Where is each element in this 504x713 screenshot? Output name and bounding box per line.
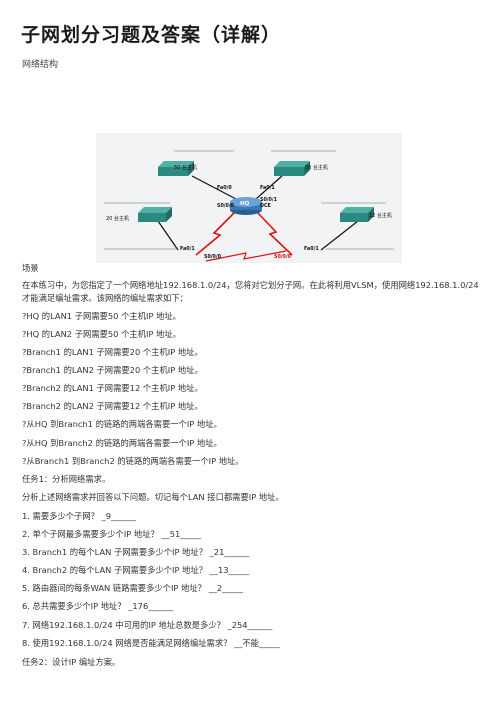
link-hq-lan2 [255, 175, 283, 200]
label-hq-fa01: Fa0/1 [260, 185, 275, 191]
hq-router-label: HQ [240, 201, 250, 207]
label-hq-s000: S0/0/0 [217, 203, 235, 209]
question-item: 1. 需要多少个子网？ _9______ [22, 511, 136, 521]
switch-icon-hq-lan2 [274, 161, 310, 176]
task2-heading: 任务2：设计IP 编址方案。 [22, 657, 121, 667]
question-item: 2. 单个子网最多需要多少个IP 地址？ __51_____ [22, 529, 202, 539]
intro-paragraph: 在本练习中，为您指定了一个网络地址192.168.1.0/24，您将对它划分子网… [22, 280, 479, 303]
topology-svg: HQ 50 台主机 50 台主机 20 台主机 12 台主机 Fa0/0 Fa0… [96, 133, 402, 263]
serial-branch1-branch2 [205, 250, 287, 262]
requirement-item: ?Branch2 的LAN2 子网需要12 个主机IP 地址。 [22, 401, 203, 411]
requirement-item: ?从Branch1 到Branch2 的链路的两端各需要一个IP 地址。 [22, 456, 244, 466]
label-hq-dce: DCE [260, 203, 271, 209]
section-heading-network: 网络结构 [22, 60, 59, 70]
switch-icon-branch1 [138, 207, 172, 222]
requirement-item: ?Branch1 的LAN1 子网需要20 个主机IP 地址。 [22, 347, 203, 357]
question-item: 7. 网络192.168.1.0/24 中可用的IP 地址总数是多少？ _254… [22, 620, 273, 630]
requirement-item: ?从HQ 到Branch1 的链路的两端各需要一个IP 地址。 [22, 419, 222, 429]
task1-heading: 任务1：分析网络需求。 [22, 474, 111, 484]
switch-icon-branch2 [340, 207, 374, 222]
label-branch2-fa01: Fa0/1 [304, 246, 319, 252]
label-branch1-s000: S0/0/0 [204, 254, 222, 260]
link-hq-lan1 [191, 175, 237, 200]
question-item: 3. Branch1 的每个LAN 子网需要多少个IP 地址？ _21_____… [22, 547, 250, 557]
task1-description: 分析上述网络需求并回答以下问题。切记每个LAN 接口都需要IP 地址。 [22, 492, 284, 502]
question-item: 5. 路由器间的每条WAN 链路需要多少个IP 地址？ __2_____ [22, 583, 243, 593]
label-20-hosts: 20 台主机 [106, 215, 129, 222]
requirement-item: ?从HQ 到Branch2 的链路的两端各需要一个IP 地址。 [22, 438, 222, 448]
label-50-hosts-left: 50 台主机 [174, 164, 197, 171]
link-branch2-lan [320, 220, 359, 251]
label-hq-s001: S0/0/1 [260, 197, 277, 203]
section-heading-scene: 场景 [22, 263, 39, 273]
page-title: 子网划分习题及答案（详解） [21, 24, 282, 46]
label-branch2-s000: S0/0/0 [274, 254, 292, 260]
link-branch1-lan [157, 220, 179, 251]
label-hq-fa00: Fa0/0 [217, 185, 232, 191]
serial-hq-branch1 [195, 210, 237, 256]
requirement-item: ?Branch1 的LAN2 子网需要20 个主机IP 地址。 [22, 365, 203, 375]
label-12-hosts: 12 台主机 [369, 212, 392, 219]
switch-icon-hq-lan1 [158, 161, 194, 176]
question-item: 6. 总共需要多少个IP 地址？ _176______ [22, 601, 174, 611]
requirement-item: ?HQ 的LAN1 子网需要50 个主机IP 地址。 [22, 311, 181, 321]
label-branch1-fa01: Fa0/1 [180, 246, 195, 252]
router-icon-hq: HQ [230, 197, 262, 215]
requirement-item: ?HQ 的LAN2 子网需要50 个主机IP 地址。 [22, 329, 181, 339]
requirement-item: ?Branch2 的LAN1 子网需要12 个主机IP 地址。 [22, 383, 203, 393]
label-50-hosts-right: 50 台主机 [305, 164, 328, 171]
serial-hq-branch2 [255, 210, 293, 256]
network-topology-diagram: HQ 50 台主机 50 台主机 20 台主机 12 台主机 Fa0/0 Fa0… [96, 133, 402, 263]
question-item: 8. 使用192.168.1.0/24 网络是否能满足网络编址需求？ __不能_… [22, 638, 280, 648]
question-item: 4. Branch2 的每个LAN 子网需要多少个IP 地址？ __13____… [22, 565, 250, 575]
